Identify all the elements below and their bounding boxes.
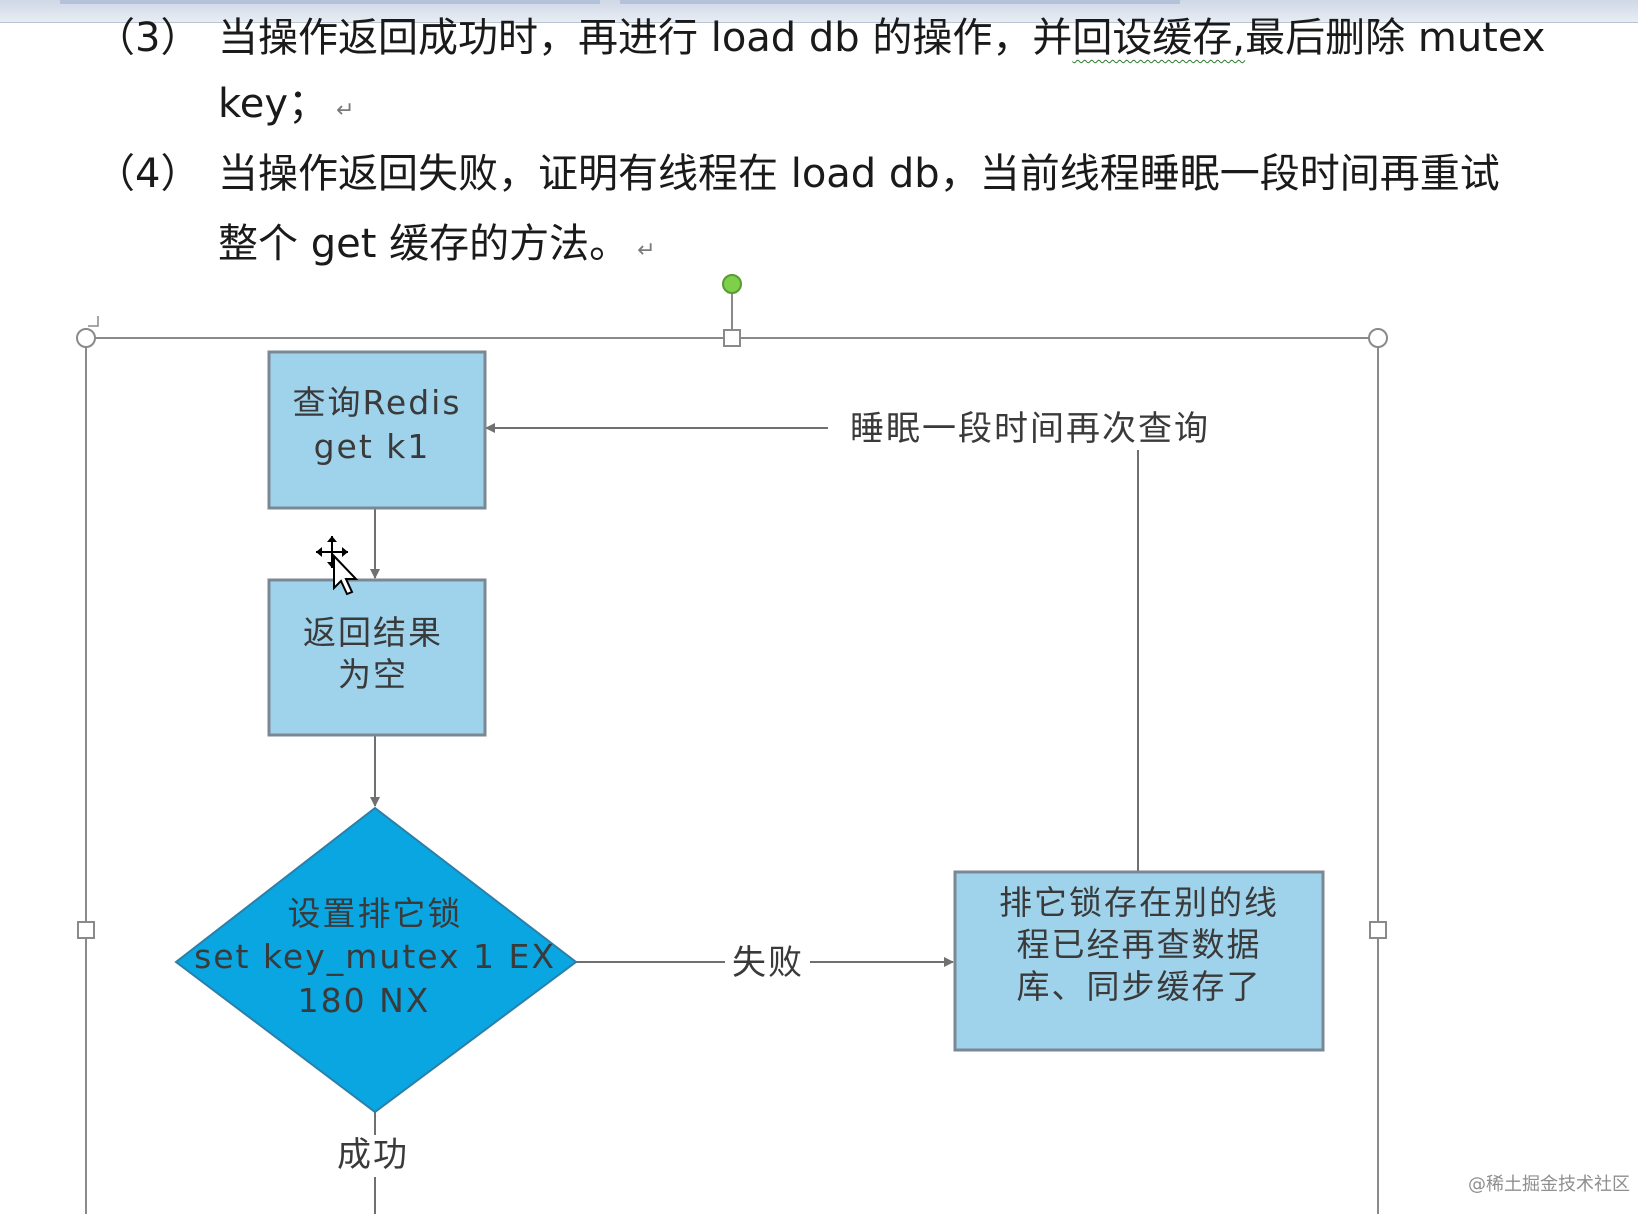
node-set-lock-line-3: 180 NX [298, 981, 431, 1020]
node-lock-exists-line-2: 程已经再查数据 [1017, 925, 1262, 964]
item-3-text-wavy[interactable]: 回设缓存, [1072, 15, 1246, 61]
watermark: @稀土掘金技术社区 [1468, 1174, 1630, 1195]
edge-label-retry: 睡眠一段时间再次查询 [850, 409, 1210, 449]
item-3-line-1: 当操作返回成功时，再进行 load db 的操作，并回设缓存,最后删除 mute… [218, 14, 1545, 62]
node-set-lock-line-2: set key_mutex 1 EX [194, 937, 556, 976]
resize-handle-right[interactable] [1369, 921, 1387, 939]
item-3-text-a: 当操作返回成功时，再进行 load db 的操作，并 [218, 15, 1073, 61]
anchor-mark-icon [88, 316, 99, 327]
edge-label-fail: 失败 [732, 943, 804, 983]
rotation-handle[interactable] [722, 274, 742, 294]
window-top-strip [0, 0, 1638, 23]
node-result-empty-line-1: 返回结果 [303, 613, 443, 652]
node-query-redis[interactable]: 查询Redis get k1 [267, 350, 487, 510]
node-lock-exists[interactable]: 排它锁存在别的线 程已经再查数据 库、同步缓存了 [953, 870, 1325, 1052]
node-set-lock-line-1: 设置排它锁 [288, 894, 463, 933]
node-lock-exists-line-3: 库、同步缓存了 [1017, 967, 1262, 1006]
item-4-line-2: 整个 get 缓存的方法。 ↵ [218, 220, 656, 275]
node-lock-exists-line-1: 排它锁存在别的线 [999, 883, 1279, 922]
node-set-lock-decision[interactable]: 设置排它锁 set key_mutex 1 EX 180 NX [174, 806, 578, 1114]
edge-label-success: 成功 [337, 1135, 409, 1175]
item-4-line-1: 当操作返回失败，证明有线程在 load db，当前线程睡眠一段时间再重试 [218, 151, 1500, 197]
item-3-number: （3） [95, 15, 201, 61]
node-result-empty-line-2: 为空 [338, 655, 408, 694]
item-4-number: （4） [95, 151, 201, 197]
item-3-text-c: key； [218, 81, 329, 127]
node-result-empty[interactable]: 返回结果 为空 [267, 578, 487, 737]
node-query-redis-line-1: 查询Redis [292, 383, 461, 422]
ruler-segment [60, 0, 600, 4]
item-3-text-b: 最后删除 mutex [1245, 15, 1546, 61]
item-3-line-2: key； ↵ [218, 80, 354, 135]
move-cursor-icon [316, 536, 359, 596]
ruler-segment [620, 0, 1180, 4]
item-4-text-b: 整个 get 缓存的方法。 [218, 221, 630, 267]
paragraph-mark-icon: ↵ [637, 238, 656, 263]
resize-handle-top-left[interactable] [76, 328, 96, 348]
node-query-redis-line-2: get k1 [314, 427, 431, 466]
paragraph-mark-icon: ↵ [336, 98, 355, 123]
resize-handle-top-right[interactable] [1368, 328, 1388, 348]
resize-handle-top[interactable] [723, 329, 741, 347]
resize-handle-left[interactable] [77, 921, 95, 939]
